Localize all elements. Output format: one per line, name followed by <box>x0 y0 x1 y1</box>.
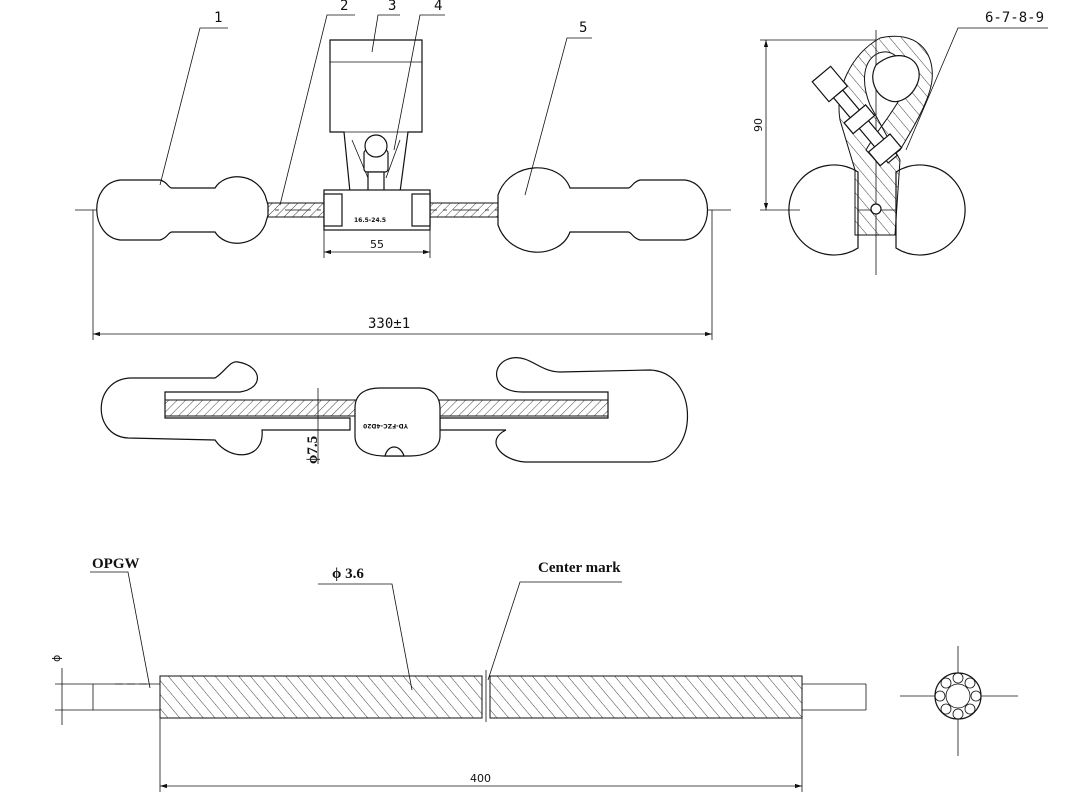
dim-opgw-diameter: ϕ <box>50 655 63 662</box>
callout-4: 4 <box>434 0 442 14</box>
model-marking: YD-FZC-4D20 <box>363 422 409 429</box>
dim-rod-length: 400 <box>470 772 491 785</box>
bolt-head <box>364 134 388 158</box>
side-weight-left <box>788 164 859 256</box>
leader-opgw <box>90 571 151 689</box>
xsec-strand <box>940 677 952 689</box>
sleeve-left-lip <box>323 193 343 227</box>
dim-height: 90 <box>752 118 765 132</box>
sleeve-right-lip <box>411 193 431 227</box>
xsec-strand <box>964 677 976 689</box>
xsec-strand <box>952 708 964 720</box>
left-weight <box>96 176 269 244</box>
top-clamp <box>354 387 441 457</box>
leader-center-mark <box>487 581 622 681</box>
xsec-core <box>945 683 971 709</box>
leader-6789 <box>905 27 1048 151</box>
clamp-range-text: 16.5-24.5 <box>354 217 386 224</box>
side-washer <box>843 104 876 135</box>
callout-5: 5 <box>579 20 587 36</box>
xsec-strand <box>970 690 982 702</box>
dim-overall-length: 330±1 <box>368 316 410 332</box>
armor-rod-left <box>159 675 483 719</box>
callout-2: 2 <box>340 0 348 14</box>
rod-cross-section <box>900 646 1018 756</box>
armor-rod-right <box>489 675 803 719</box>
side-view: 90 6-7-8-9 <box>752 10 1048 275</box>
xsec-strand <box>952 672 964 684</box>
side-hook-opening <box>872 55 920 103</box>
rod-view: ϕ 400 OPGW ϕ 3.6 Center mark <box>50 556 1018 792</box>
leader-3 <box>371 14 400 53</box>
callout-6789: 6-7-8-9 <box>985 10 1044 26</box>
side-bolt-assembly <box>811 65 903 167</box>
label-center-mark: Center mark <box>538 560 621 576</box>
label-opgw: OPGW <box>92 556 140 572</box>
callout-1: 1 <box>214 10 222 26</box>
xsec-strand <box>934 690 946 702</box>
leader-1 <box>159 27 228 186</box>
dim-wire-diameter: ϕ7.5 <box>305 436 321 464</box>
right-weight <box>497 167 708 253</box>
top-right-weight <box>439 357 689 463</box>
side-nut <box>867 133 903 167</box>
label-rod-diameter: ϕ 3.6 <box>332 566 364 582</box>
top-clamp-tab <box>384 446 405 457</box>
leader-5 <box>524 37 592 196</box>
callout-3: 3 <box>388 0 396 14</box>
leader-rod-diameter <box>318 583 413 691</box>
dim-clamp-width: 55 <box>370 238 384 251</box>
xsec-strand <box>964 703 976 715</box>
top-view: YD-FZC-4D20 ϕ7.5 <box>100 357 689 464</box>
leader-2 <box>279 14 355 206</box>
leader-4 <box>393 14 445 151</box>
top-left-weight <box>100 361 351 456</box>
front-view: 16.5-24.5 55 330±1 1 2 3 4 5 <box>75 0 735 340</box>
xsec-strand <box>940 703 952 715</box>
side-wire-center <box>870 203 882 215</box>
side-weight-right <box>895 164 966 256</box>
